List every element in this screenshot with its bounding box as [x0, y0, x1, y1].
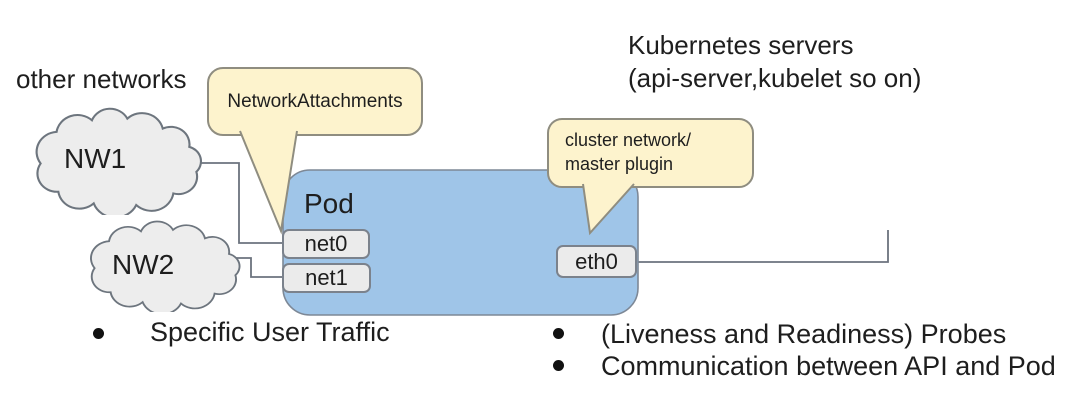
net1-interface-box: net1: [282, 263, 371, 293]
cloud-nw1-label: NW1: [64, 143, 127, 174]
cloud-nw1: [35, 107, 203, 215]
bullet-dot-icon: [93, 328, 104, 339]
callout-cluster-network-body: [547, 118, 754, 188]
eth0-interface-box: eth0: [556, 245, 637, 278]
bullet-dot-icon: [553, 360, 564, 371]
bullet-specific-user-traffic: Specific User Traffic: [150, 317, 390, 347]
callout-cluster-network-line2: master plugin: [565, 154, 674, 174]
connector-nw1-to-net0: [195, 162, 282, 244]
cloud-nw2-shape: [90, 220, 241, 312]
cloud-nw2: [90, 220, 241, 312]
kubernetes-servers-label: Kubernetes servers (api-server,kubelet s…: [628, 29, 921, 95]
cloud-nw1-shape: [35, 107, 203, 215]
other-networks-label: other networks: [16, 64, 187, 94]
pod-label: Pod: [304, 188, 354, 219]
net0-interface-box: net0: [282, 229, 370, 259]
eth0-label: eth0: [575, 248, 618, 274]
callout-cluster-network-tail: [582, 183, 635, 236]
callout-network-attachments-body: [207, 67, 423, 136]
callout-network-attachments-tail: [239, 130, 298, 235]
kubernetes-servers-line1: Kubernetes servers: [628, 30, 854, 60]
bullet-dot-icon: [553, 328, 564, 339]
cloud-nw2-label: NW2: [112, 249, 175, 280]
callout-cluster-network-line1: cluster network/: [565, 130, 692, 150]
connector-eth0-to-servers: [630, 230, 889, 263]
net0-label: net0: [304, 231, 348, 256]
callout-cluster-network-text: cluster network/ master plugin: [565, 128, 691, 176]
bullet-liveness-readiness-probes: (Liveness and Readiness) Probes: [601, 319, 1007, 349]
net1-label: net1: [305, 265, 348, 290]
bullet-communication-api-pod: Communication between API and Pod: [601, 351, 1056, 381]
kubernetes-servers-line2: (api-server,kubelet so on): [628, 63, 922, 93]
callout-network-attachments-text: NetworkAttachments: [227, 90, 403, 112]
